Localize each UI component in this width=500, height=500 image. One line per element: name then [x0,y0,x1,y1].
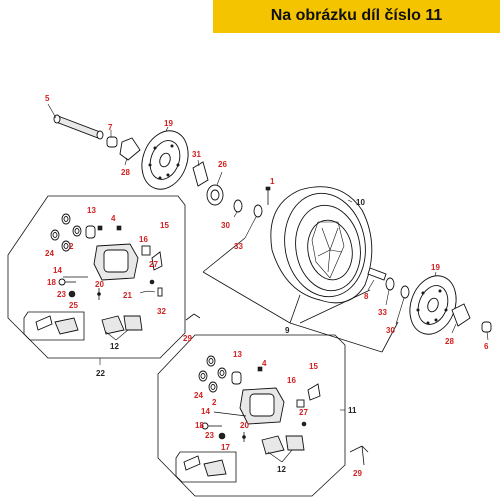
callout-30: 30 [386,326,395,335]
callout-26: 26 [218,160,227,169]
callout-16: 16 [287,376,296,385]
callout-18: 18 [47,278,56,287]
callout-27: 27 [149,260,158,269]
callout-24: 24 [194,391,203,400]
callout-19: 19 [431,263,440,272]
callout-23: 23 [205,431,214,440]
callout-6: 6 [484,342,489,351]
callout-4: 4 [262,359,267,368]
spacer-part [106,130,118,148]
bolt-part [265,186,271,205]
callout-29: 29 [353,469,362,478]
assembly-9-leader [202,237,399,353]
callout-13: 13 [87,206,96,215]
callout-28: 28 [121,168,130,177]
bolt-29-right [349,445,369,466]
seal-right-part [385,277,410,325]
callout-30: 30 [221,221,230,230]
callout-14: 14 [53,266,62,275]
callout-5: 5 [45,94,50,103]
callout-14: 14 [201,407,210,416]
banner-text: Na obrázku díl číslo 11 [270,7,443,24]
mount-bracket-right-part [451,303,471,334]
cap-part [481,321,492,341]
callout-2: 2 [69,242,74,251]
callout-28: 28 [445,337,454,346]
callout-11: 11 [348,406,357,415]
callout-7: 7 [108,123,113,132]
speedo-drive-part [192,159,209,187]
callout-16: 16 [139,235,148,244]
callout-4: 4 [111,214,116,223]
wheel-part [270,186,373,304]
callout-20: 20 [95,280,104,289]
callout-2: 2 [212,398,217,407]
callout-31: 31 [192,150,201,159]
axle-part [47,103,104,140]
callout-12: 12 [110,342,119,351]
callout-19: 19 [164,119,173,128]
spacer-right-part [367,267,387,291]
callout-18: 18 [195,421,204,430]
callout-1: 1 [270,177,275,186]
callout-10: 10 [356,198,365,207]
callout-29: 29 [183,334,192,343]
callout-20: 20 [240,421,249,430]
callout-25: 25 [69,301,78,310]
callout-23: 23 [57,290,66,299]
caliper-assembly-11 [157,334,346,497]
callout-13: 13 [233,350,242,359]
callout-8: 8 [364,292,369,301]
callout-27: 27 [299,408,308,417]
callout-32: 32 [157,307,166,316]
caliper-assembly-22 [7,195,186,365]
callout-33: 33 [234,242,243,251]
brake-disc-rear [409,271,457,335]
bolt-29-left [185,313,201,321]
callout-24: 24 [45,249,54,258]
callout-15: 15 [160,221,169,230]
mount-bracket-part [119,137,141,166]
callout-17: 17 [221,443,230,452]
callout-9: 9 [285,326,290,335]
part-callouts: 1 2 2 4 4 5 6 7 8 9 10 11 12 12 13 13 14… [45,94,489,478]
brake-disc-front [141,126,189,190]
callout-12: 12 [277,465,286,474]
seal-left-part [233,199,263,239]
callout-21: 21 [123,291,132,300]
callout-22: 22 [96,369,105,378]
callout-33: 33 [378,308,387,317]
gear-ring-part [206,171,224,206]
callout-15: 15 [309,362,318,371]
part-number-banner: Na obrázku díl číslo 11 [213,0,500,33]
